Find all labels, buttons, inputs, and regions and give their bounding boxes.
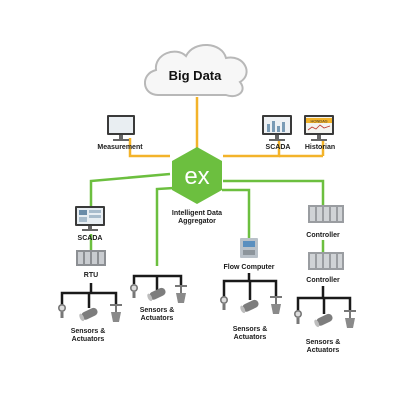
controller-top-icon [308,205,344,223]
controller-bottom-label: Controller [306,277,340,284]
orange-connections [128,97,325,158]
branch1-sensors-label-line2: Actuators [72,336,105,343]
cloud-label: Big Data [169,68,223,83]
flow-computer-label: Flow Computer [224,264,275,271]
flow-sensor-icon [79,307,98,322]
big-data-cloud: Big Data [144,44,248,98]
sensors-cluster-2 [130,284,187,303]
controller-bottom-icon [308,252,344,270]
historian-screen-text: HONDAS [310,118,327,123]
flow-sensor-icon [240,299,259,314]
branch3-sensors-label-line2: Actuators [234,334,267,341]
measurement-monitor-icon [107,115,135,141]
valve-icon [110,304,122,322]
valve-icon [270,296,282,314]
valve-icon [344,310,356,328]
branch3-sensors-label-line1: Sensors & [233,326,268,333]
sensors-cluster-4 [294,310,356,328]
branch2-sensors-label-line2: Actuators [141,315,174,322]
measurement-label: Measurement [97,144,143,151]
green-connections [89,172,325,266]
aggregator-hexagon: ex [172,147,222,204]
field-bus-connections [60,273,352,314]
aggregator-label-line2: Aggregator [178,218,216,225]
scada-branch-monitor-icon [75,206,105,231]
pressure-gauge-icon [130,284,138,298]
pressure-gauge-icon [294,310,302,324]
branch2-sensors-label-line1: Sensors & [140,307,175,314]
pressure-gauge-icon [58,304,66,318]
flow-sensor-icon [147,287,166,302]
valve-icon [175,285,187,303]
branch1-sensors-label-line1: Sensors & [71,328,106,335]
controller-top-label: Controller [306,232,340,239]
rtu-label: RTU [84,272,98,279]
scada-top-monitor-icon [262,115,292,141]
branch4-sensors-label-line2: Actuators [307,347,340,354]
branch1-scada-label: SCADA [78,235,103,242]
historian-monitor-icon: HONDAS [304,115,334,141]
pressure-gauge-icon [220,296,228,310]
scada-top-label: SCADA [266,144,291,151]
branch4-sensors-label-line1: Sensors & [306,339,341,346]
sensors-cluster-3 [220,296,282,314]
ex-logo: ex [184,163,209,190]
aggregator-label-line1: Intelligent Data [172,210,222,217]
flow-sensor-icon [314,313,333,328]
sensors-cluster-1 [58,304,122,322]
historian-label: Historian [305,144,335,151]
flow-computer-icon [240,238,258,258]
rtu-device-icon [76,250,106,266]
